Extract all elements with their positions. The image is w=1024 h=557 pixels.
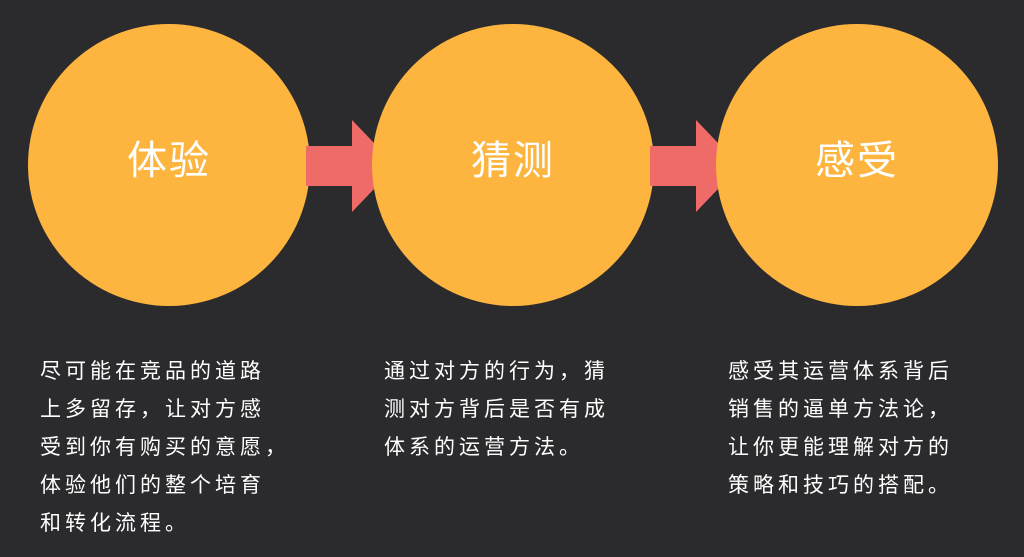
step-description-guess: 通过对方的行为，猜 测对方背后是否有成 体系的运营方法。 (384, 352, 609, 466)
step-label-feel: 感受 (815, 138, 899, 184)
description-line: 和转化流程。 (40, 511, 190, 535)
description-line: 测对方背后是否有成 (384, 397, 609, 421)
step-circle-feel: 感受 (716, 24, 998, 306)
description-line: 上多留存，让对方感 (40, 397, 265, 421)
description-line: 体验他们的整个培育 (40, 473, 265, 497)
description-line: 销售的逼单方法论， (728, 397, 953, 421)
description-line: 感受其运营体系背后 (728, 359, 953, 383)
step-description-feel: 感受其运营体系背后 销售的逼单方法论， 让你更能理解对方的 策略和技巧的搭配。 (728, 352, 953, 504)
step-label-experience: 体验 (127, 138, 211, 184)
description-line: 策略和技巧的搭配。 (728, 473, 953, 497)
description-line: 受到你有购买的意愿， (40, 435, 290, 459)
step-description-experience: 尽可能在竞品的道路 上多留存，让对方感 受到你有购买的意愿， 体验他们的整个培育… (40, 352, 290, 542)
description-line: 体系的运营方法。 (384, 435, 584, 459)
step-label-guess: 猜测 (471, 138, 555, 184)
step-circle-guess: 猜测 (372, 24, 654, 306)
description-line: 通过对方的行为，猜 (384, 359, 609, 383)
step-circle-experience: 体验 (28, 24, 310, 306)
description-line: 尽可能在竞品的道路 (40, 359, 265, 383)
description-line: 让你更能理解对方的 (728, 435, 953, 459)
